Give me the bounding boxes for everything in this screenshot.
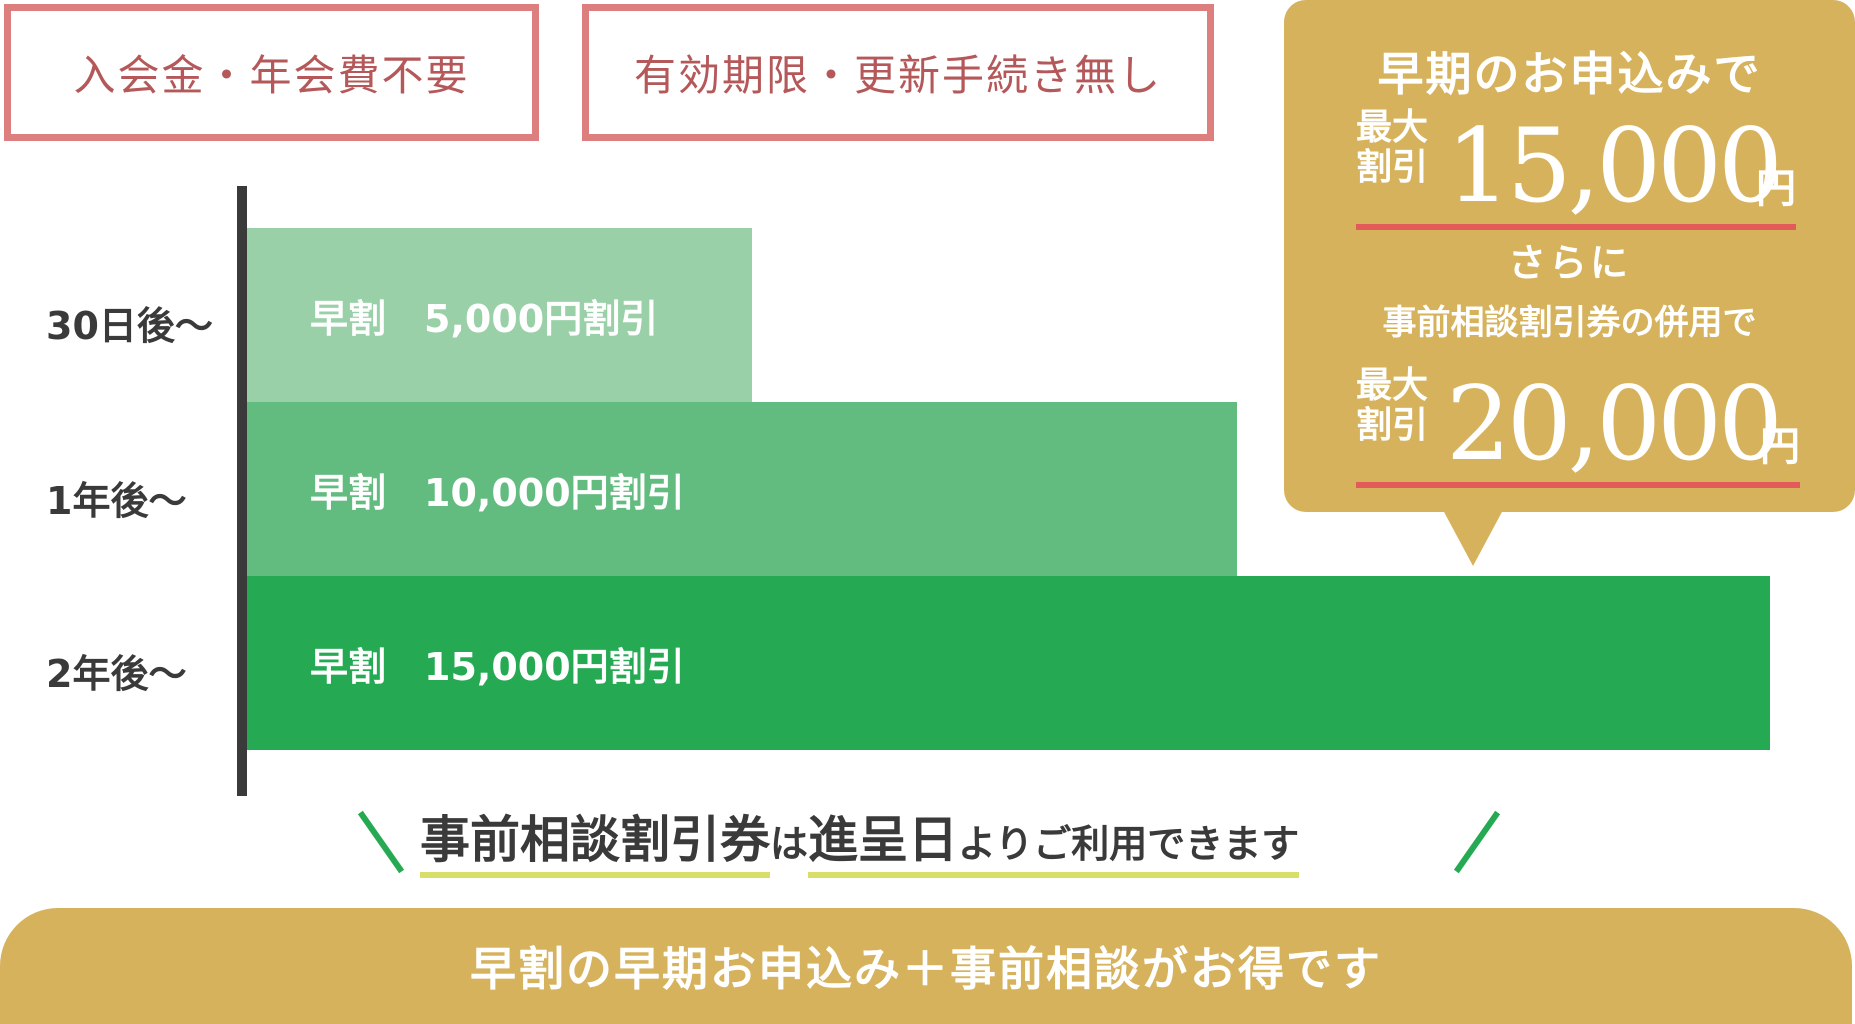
row-label-1year: 1年後～ bbox=[46, 479, 187, 523]
max-discount-20000: 最大 割引 20,000 円 bbox=[1356, 365, 1800, 488]
discount-bar-text: 早割 5,000円割引 bbox=[310, 296, 659, 341]
summary-banner-text: 早割の早期お申込み＋事前相談がお得です bbox=[470, 942, 1382, 996]
no-membership-fee-text: 入会金・年会費不要 bbox=[73, 51, 470, 100]
no-membership-fee-tag: 入会金・年会費不要 bbox=[4, 4, 539, 141]
red-underline bbox=[1356, 482, 1800, 488]
summary-banner: 早割の早期お申込み＋事前相談がお得です bbox=[0, 908, 1852, 1024]
note-particle: は bbox=[770, 822, 809, 866]
callout-headline: 早期のお申込みで bbox=[1377, 47, 1762, 101]
timeline-axis bbox=[237, 186, 247, 796]
callout-combo: 事前相談割引券の併用で bbox=[1382, 303, 1757, 343]
max-label-line1: 最大 bbox=[1356, 365, 1429, 406]
discount-amount: 20,000 bbox=[1446, 365, 1783, 484]
note-issue-date: 進呈日 bbox=[808, 811, 959, 869]
discount-bar-text: 早割 10,000円割引 bbox=[310, 470, 685, 515]
max-label-line2: 割引 bbox=[1356, 147, 1429, 188]
right-slash-decoration bbox=[1453, 810, 1501, 874]
coupon-usage-note: 事前相談割引券は進呈日よりご利用できます bbox=[420, 800, 1300, 878]
max-discount-label: 最大 割引 bbox=[1356, 366, 1446, 446]
yen-unit: 円 bbox=[1760, 424, 1800, 470]
row-label-30days: 30日後～ bbox=[46, 304, 213, 348]
max-discount-15000: 最大 割引 15,000 円 bbox=[1356, 107, 1796, 230]
discount-bar-1year: 早割 10,000円割引 bbox=[247, 402, 1237, 576]
discount-bar-2years: 早割 15,000円割引 bbox=[247, 576, 1770, 750]
max-discount-label: 最大 割引 bbox=[1356, 108, 1446, 188]
discount-amount: 15,000 bbox=[1446, 107, 1783, 226]
note-coupon-name: 事前相談割引券 bbox=[420, 800, 770, 878]
red-underline bbox=[1356, 224, 1796, 230]
max-label-line1: 最大 bbox=[1356, 107, 1429, 148]
note-usage-text: よりご利用できます bbox=[958, 822, 1300, 866]
max-discount-callout: 早期のお申込みで 最大 割引 15,000 円 さらに 事前相談割引券の併用で … bbox=[1284, 0, 1855, 512]
yen-unit: 円 bbox=[1756, 166, 1796, 212]
discount-bar-text: 早割 15,000円割引 bbox=[310, 644, 685, 689]
no-expiry-tag: 有効期限・更新手続き無し bbox=[582, 4, 1214, 141]
no-expiry-text: 有効期限・更新手続き無し bbox=[633, 51, 1162, 100]
row-label-2years: 2年後～ bbox=[46, 652, 187, 696]
left-slash-decoration bbox=[357, 810, 405, 874]
discount-bar-30days: 早割 5,000円割引 bbox=[247, 228, 752, 402]
callout-further: さらに bbox=[1507, 241, 1631, 285]
callout-tail bbox=[1443, 510, 1503, 566]
max-label-line2: 割引 bbox=[1356, 405, 1429, 446]
